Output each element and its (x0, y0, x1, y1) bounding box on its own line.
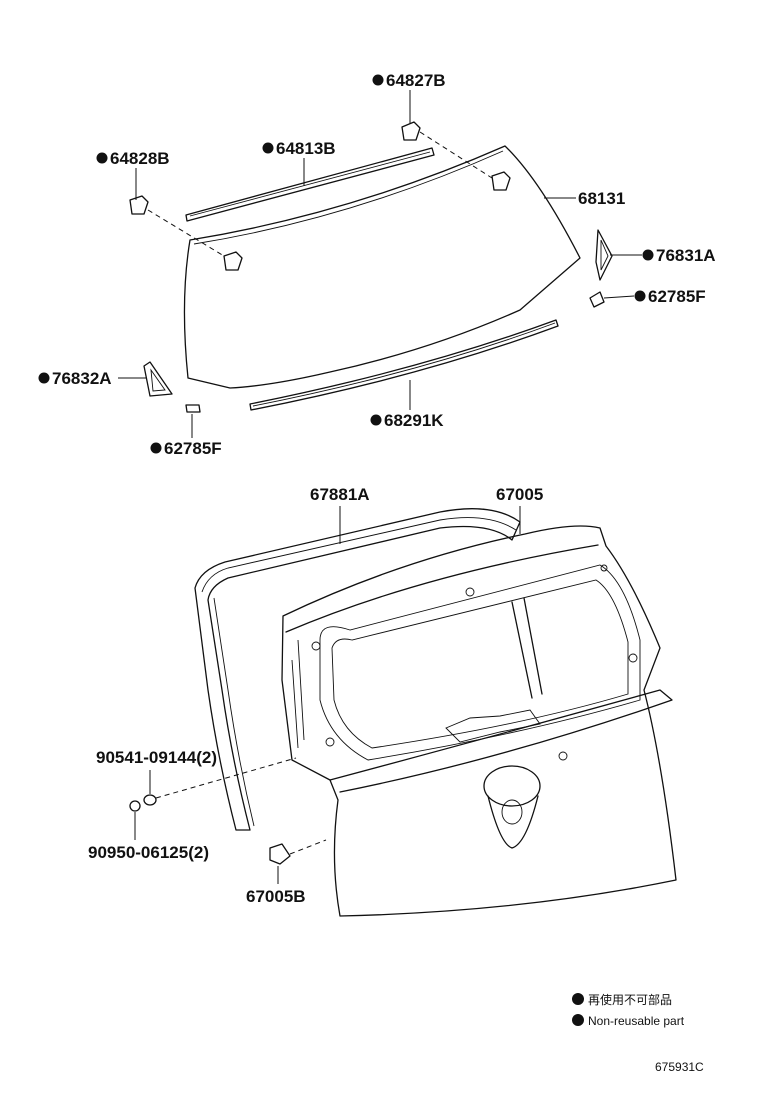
callout-62785F-left: 62785F (150, 414, 222, 458)
svg-text:68131: 68131 (578, 189, 625, 208)
legend-text-en: Non-reusable part (588, 1014, 685, 1028)
callout-68131: 68131 (544, 189, 625, 208)
legend-dot-jp (572, 993, 584, 1005)
callout-76831A: 76831A (610, 246, 716, 265)
svg-text:68291K: 68291K (384, 411, 444, 430)
spacer-right (595, 229, 613, 281)
svg-text:90950-06125(2): 90950-06125(2) (88, 843, 209, 862)
diagram-id: 675931C (655, 1060, 704, 1074)
upper-molding-strip (185, 147, 435, 222)
pad-left (185, 404, 201, 413)
svg-text:67005B: 67005B (246, 887, 306, 906)
spacer-left (143, 361, 173, 397)
callout-62785F-right: 62785F (603, 287, 706, 306)
svg-text:67005: 67005 (496, 485, 543, 504)
back-door-panel (281, 525, 677, 917)
legend-dot-en (572, 1014, 584, 1026)
legend: 再使用不可部品 Non-reusable part (572, 992, 685, 1028)
callout-67005B: 67005B (246, 866, 306, 906)
callout-76832A: 76832A (38, 369, 146, 388)
bolt-90541 (129, 757, 297, 812)
callout-90541-09144: 90541-09144(2) (96, 748, 217, 794)
callout-67881A: 67881A (310, 485, 370, 544)
pad-right (589, 291, 605, 308)
glass-clip-right (401, 121, 511, 191)
svg-text:90541-09144(2): 90541-09144(2) (96, 748, 217, 767)
svg-text:62785F: 62785F (164, 439, 222, 458)
callout-64828B: 64828B (96, 149, 170, 200)
glass-clip-left (129, 195, 243, 271)
stopper-67005b (269, 839, 327, 865)
svg-text:64827B: 64827B (386, 71, 446, 90)
lower-molding-strip (249, 319, 559, 411)
callout-64827B: 64827B (372, 71, 446, 124)
callout-68291K: 68291K (370, 380, 444, 430)
callout-90950-06125: 90950-06125(2) (88, 812, 209, 862)
svg-text:76831A: 76831A (656, 246, 716, 265)
back-window-glass (183, 145, 581, 389)
svg-text:64813B: 64813B (276, 139, 336, 158)
callout-67005: 67005 (496, 485, 543, 534)
svg-text:67881A: 67881A (310, 485, 370, 504)
svg-text:62785F: 62785F (648, 287, 706, 306)
svg-text:76832A: 76832A (52, 369, 112, 388)
weatherstrip (194, 508, 521, 831)
legend-text-jp: 再使用不可部品 (588, 992, 672, 1007)
callout-64813B: 64813B (262, 139, 336, 186)
svg-text:64828B: 64828B (110, 149, 170, 168)
